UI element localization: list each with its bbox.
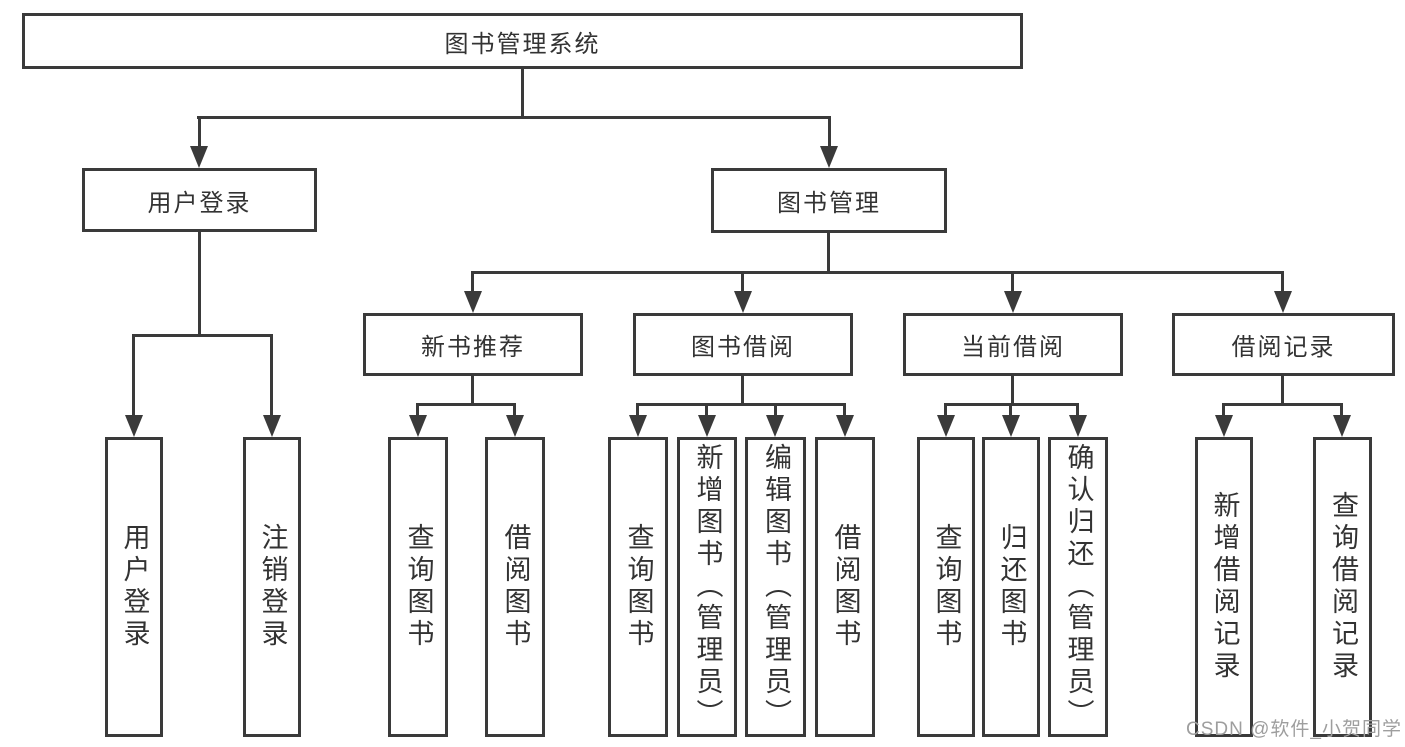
arrowhead-down-icon	[629, 415, 647, 437]
arrowhead-down-icon	[1069, 415, 1087, 437]
leaf-edit-book-admin: 编辑图书（管理员）	[745, 437, 806, 737]
arrowhead-down-icon	[766, 415, 784, 437]
leaf-query-books-borrow: 查询图书	[608, 437, 668, 737]
leaf-return-book: 归还图书	[982, 437, 1040, 737]
connector-line	[741, 271, 744, 295]
arrowhead-down-icon	[190, 146, 208, 168]
arrowhead-down-icon	[734, 291, 752, 313]
arrowhead-down-icon	[1215, 415, 1233, 437]
leaf-borrow-books: 借阅图书	[815, 437, 875, 737]
connector-line	[1076, 403, 1079, 417]
leaf-query-books-recommend: 查询图书	[388, 437, 448, 737]
node-new-book-recommend: 新书推荐	[363, 313, 583, 376]
connector-line	[513, 403, 516, 417]
connector-line	[132, 334, 273, 337]
connector-line	[827, 233, 830, 273]
connector-line	[416, 403, 419, 417]
arrowhead-down-icon	[125, 415, 143, 437]
connector-line	[705, 403, 708, 417]
connector-line	[1340, 403, 1343, 417]
connector-line	[471, 271, 1284, 274]
arrowhead-down-icon	[506, 415, 524, 437]
connector-line	[828, 116, 831, 150]
node-borrow-records: 借阅记录	[1172, 313, 1395, 376]
connector-line	[132, 334, 135, 418]
leaf-add-book-admin: 新增图书（管理员）	[677, 437, 737, 737]
connector-line	[1222, 403, 1225, 417]
connector-line	[270, 334, 273, 418]
leaf-logout: 注销登录	[243, 437, 301, 737]
arrowhead-down-icon	[836, 415, 854, 437]
connector-line	[636, 403, 846, 406]
connector-line	[1009, 403, 1012, 417]
connector-line	[944, 403, 947, 417]
connector-line	[471, 271, 474, 295]
connector-line	[197, 116, 831, 119]
connector-line	[416, 403, 516, 406]
leaf-query-books-current: 查询图书	[917, 437, 975, 737]
connector-line	[741, 376, 744, 405]
connector-line	[198, 116, 201, 150]
connector-line	[636, 403, 639, 417]
connector-line	[198, 232, 201, 336]
connector-line	[1011, 271, 1014, 295]
leaf-confirm-return-admin: 确认归还（管理员）	[1048, 437, 1108, 737]
arrowhead-down-icon	[1274, 291, 1292, 313]
connector-line	[1281, 376, 1284, 405]
arrowhead-down-icon	[464, 291, 482, 313]
node-current-borrow: 当前借阅	[903, 313, 1123, 376]
connector-line	[471, 376, 474, 405]
node-book-management: 图书管理	[711, 168, 947, 233]
arrowhead-down-icon	[409, 415, 427, 437]
arrowhead-down-icon	[820, 146, 838, 168]
arrowhead-down-icon	[698, 415, 716, 437]
node-user-login: 用户登录	[82, 168, 317, 232]
connector-line	[521, 69, 524, 118]
arrowhead-down-icon	[263, 415, 281, 437]
arrowhead-down-icon	[1333, 415, 1351, 437]
connector-line	[1281, 271, 1284, 295]
leaf-add-borrow-record: 新增借阅记录	[1195, 437, 1253, 737]
leaf-user-login: 用户登录	[105, 437, 163, 737]
connector-line	[1222, 403, 1343, 406]
connector-line	[1011, 376, 1014, 405]
connector-line	[774, 403, 777, 417]
node-root: 图书管理系统	[22, 13, 1023, 69]
csdn-watermark: CSDN @软件_小贺同学	[1186, 719, 1402, 740]
arrowhead-down-icon	[1004, 291, 1022, 313]
leaf-borrow-books-recommend: 借阅图书	[485, 437, 545, 737]
arrowhead-down-icon	[937, 415, 955, 437]
connector-line	[843, 403, 846, 417]
arrowhead-down-icon	[1002, 415, 1020, 437]
node-book-borrow: 图书借阅	[633, 313, 853, 376]
leaf-query-borrow-record: 查询借阅记录	[1313, 437, 1372, 737]
